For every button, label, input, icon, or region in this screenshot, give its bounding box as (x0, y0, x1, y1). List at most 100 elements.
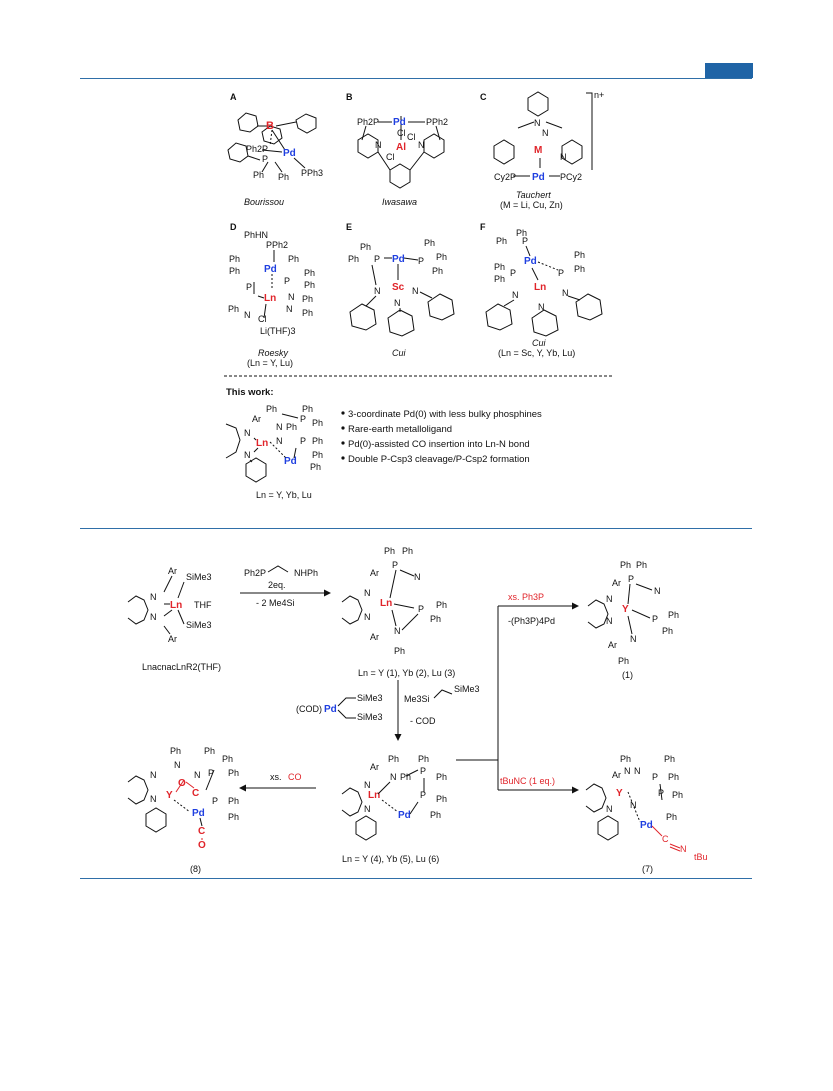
product-1-3: Ph Ph Ar P N N Ln N P Ph Ph N Ar Ph Ln =… (341, 546, 455, 678)
svg-text:N: N (364, 780, 371, 790)
svg-text:Ph: Ph (304, 268, 315, 278)
svg-text:N: N (390, 772, 397, 782)
svg-text:Ph: Ph (360, 242, 371, 252)
svg-text:N: N (244, 428, 251, 438)
svg-text:N: N (364, 588, 371, 598)
panel-f-subcaption: (Ln = Sc, Y, Yb, Lu) (498, 348, 575, 358)
svg-text:Ar: Ar (370, 632, 379, 642)
panel-b-letter: B (346, 92, 353, 102)
svg-text:Ph: Ph (668, 610, 679, 620)
svg-text:N: N (288, 292, 295, 302)
product-1-3-label: Ln = Y (1), Yb (2), Lu (3) (358, 668, 455, 678)
svg-text:P: P (262, 154, 268, 164)
adamantyl (427, 293, 455, 321)
adamantyl (575, 293, 603, 321)
linker (267, 565, 289, 573)
svg-text:N: N (276, 422, 283, 432)
svg-text:Ph: Ph (574, 264, 585, 274)
svg-text:Ph2P: Ph2P (357, 117, 379, 127)
svg-text:P: P (246, 282, 252, 292)
svg-text:SiMe3: SiMe3 (186, 572, 212, 582)
nacnac-backbone (341, 787, 363, 817)
svg-text:P: P (652, 772, 658, 782)
svg-text:N: N (560, 152, 567, 162)
svg-text:Ph: Ph (228, 812, 239, 822)
svg-text:SiMe3: SiMe3 (454, 684, 480, 694)
header-accent-tab (705, 63, 753, 78)
svg-text:Ph: Ph (418, 754, 429, 764)
svg-text:Y: Y (166, 790, 173, 801)
svg-text:Ph: Ph (620, 754, 631, 764)
svg-text:(COD): (COD) (296, 704, 322, 714)
svg-text:Pd: Pd (393, 117, 406, 128)
svg-text:N: N (534, 118, 541, 128)
svg-text:N: N (286, 304, 293, 314)
pyridine-ring (389, 163, 411, 189)
svg-text:O: O (198, 840, 206, 851)
product-1-regenerated: Ph Ph Ar P N N Y N P Ph Ph N Ar Ph (1) (587, 560, 679, 680)
svg-text:M: M (534, 145, 542, 156)
svg-text:Pd: Pd (532, 172, 545, 183)
svg-text:N: N (150, 592, 157, 602)
svg-text:P: P (208, 768, 214, 778)
svg-text:Ph: Ph (432, 266, 443, 276)
svg-text:Pd: Pd (264, 264, 277, 275)
top-figure: A B Ph2P P Pd PPh3 Ph Ph Bourissou B Cl … (224, 90, 614, 500)
svg-text:Ar: Ar (168, 566, 177, 576)
svg-text:N: N (394, 626, 401, 636)
svg-text:Ph: Ph (302, 294, 313, 304)
pyridine-ring (423, 133, 445, 159)
svg-text:N: N (412, 286, 419, 296)
svg-text:Ph: Ph (666, 812, 677, 822)
svg-text:N: N (624, 766, 631, 776)
svg-text:Pd: Pd (283, 148, 296, 159)
svg-text:NHPh: NHPh (294, 568, 318, 578)
svg-text:P: P (374, 254, 380, 264)
svg-text:- 2 Me4Si: - 2 Me4Si (256, 598, 295, 608)
svg-text:Pd: Pd (524, 256, 537, 267)
svg-text:Ar: Ar (608, 640, 617, 650)
svg-text:n+: n+ (594, 90, 604, 100)
panel-b-caption: Iwasawa (382, 197, 417, 207)
svg-text:Ph: Ph (384, 546, 395, 556)
svg-text:N: N (680, 844, 687, 854)
panel-e: E Ph Ph P Pd Ph Ph P Ph N Sc N N Cui (346, 222, 455, 358)
svg-text:Ph: Ph (204, 746, 215, 756)
svg-text:Ph: Ph (302, 308, 313, 318)
svg-text:Ar: Ar (612, 578, 621, 588)
svg-text:N: N (174, 760, 181, 770)
bullet-1: 3-coordinate Pd(0) with less bulky phosp… (348, 409, 542, 420)
svg-text:Ph: Ph (436, 794, 447, 804)
svg-text:P: P (558, 268, 564, 278)
svg-text:Ln: Ln (380, 598, 392, 609)
svg-text:N: N (606, 804, 613, 814)
bullet-3: Pd(0)-assisted CO insertion into Ln-N bo… (348, 439, 530, 450)
svg-text:Ph: Ph (388, 754, 399, 764)
svg-text:N: N (512, 290, 519, 300)
svg-text:N: N (194, 770, 201, 780)
nacnac-backbone (341, 595, 363, 625)
pyridine-ring (527, 91, 549, 117)
panel-d-subcaption: (Ln = Y, Lu) (247, 358, 293, 368)
svg-text:N: N (150, 794, 157, 804)
svg-text:Ph: Ph (668, 772, 679, 782)
svg-text:Ar: Ar (370, 568, 379, 578)
adamantyl (485, 303, 513, 331)
svg-text:Al: Al (396, 142, 406, 153)
svg-text:THF: THF (194, 600, 212, 610)
svg-text:Ph2P: Ph2P (246, 144, 268, 154)
svg-text:Cl: Cl (407, 132, 416, 142)
svg-text:Ph: Ph (662, 626, 673, 636)
svg-text:Li(THF)3: Li(THF)3 (260, 326, 296, 336)
svg-text:Ln: Ln (170, 600, 182, 611)
pyridine-ring (561, 139, 583, 165)
nacnac-backbone (225, 423, 241, 459)
svg-text:Ph2P: Ph2P (244, 568, 266, 578)
panel-e-caption: Cui (392, 348, 407, 358)
svg-text:Ar: Ar (370, 762, 379, 772)
svg-text:Ph: Ph (228, 796, 239, 806)
panel-a-caption: Bourissou (244, 197, 284, 207)
svg-text:Cy2P: Cy2P (494, 172, 516, 182)
svg-text:N: N (538, 302, 545, 312)
nacnac-backbone (127, 775, 149, 805)
